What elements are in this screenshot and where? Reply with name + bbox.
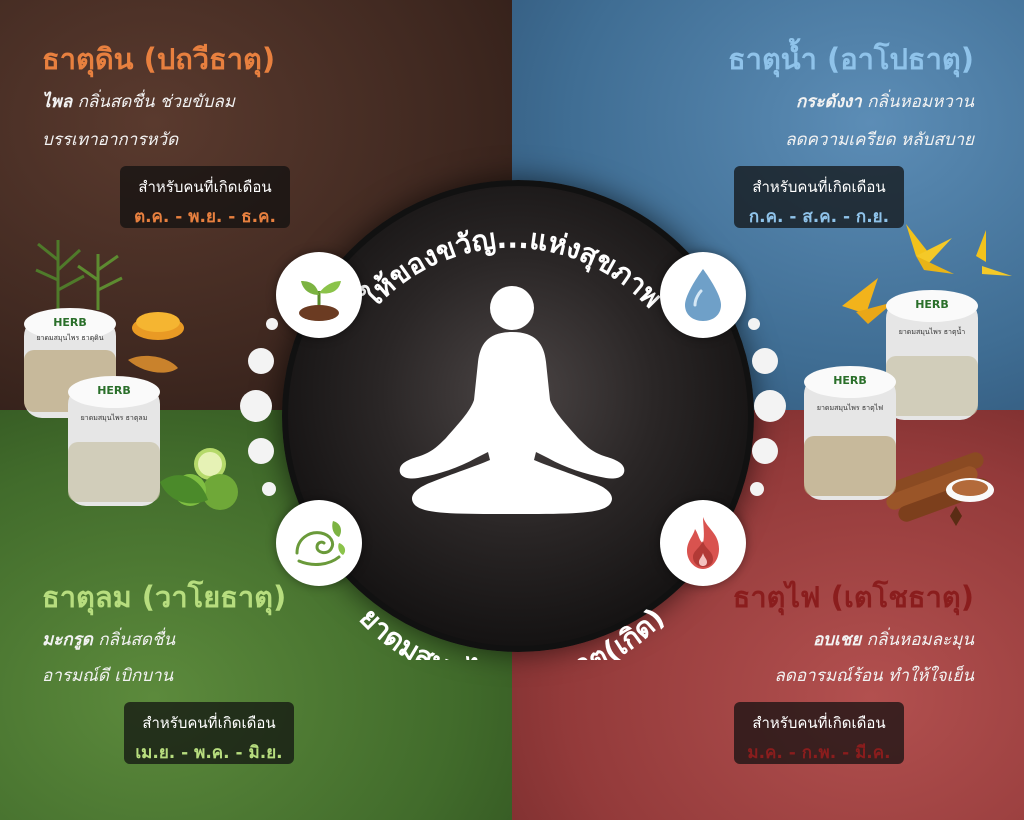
fire-month-box: สำหรับคนที่เกิดเดือน ม.ค. - ก.พ. - มี.ค. [734,702,904,764]
wind-box-label: สำหรับคนที่เกิดเดือน [142,714,276,732]
bottom-arc-text: ยาดมสมุนไพรตามธาตุ(เกิด) [353,601,671,660]
dot [262,482,276,496]
water-months: ก.ค. - ส.ค. - ก.ย. [748,207,890,227]
water-description-line2: ลดความเครียด หลับสบาย [785,130,974,150]
center-arc-texts: ให้ของขวัญ...แห่งสุขภาพ ยาดมสมุนไพรตามธา… [353,222,671,660]
fire-title: ธาตุไฟ (เตโชธาตุ) [732,580,974,614]
fire-description-line1: อบเชย กลิ่นหอมละมุน [813,626,974,653]
dot [754,390,786,422]
wind-icon-circle [276,500,362,586]
fire-jar-brand: HERB [833,374,867,387]
earth-jar-label: ยาดมสมุนไพร ธาตุดิน [36,333,103,342]
earth-box-label: สำหรับคนที่เกิดเดือน [138,178,272,196]
meditation-figure-icon [399,286,625,514]
water-jar-label: ยาดมสมุนไพร ธาตุน้ำ [899,325,966,336]
fire-jar-label: ยาดมสมุนไพร ธาตุไฟ [817,403,883,412]
earth-month-box: สำหรับคนที่เกิดเดือน ต.ค. - พ.ย. - ธ.ค. [120,166,290,228]
wind-swirl-icon [295,521,346,566]
water-description-line1: กระดังงา กลิ่นหอมหวาน [796,88,974,115]
fire-herb: อบเชย [812,630,862,650]
fire-product-illustration: HERB ยาดมสมุนไพร ธาตุไฟ [804,366,994,526]
dot [750,482,764,496]
wind-herb: มะกรูด [42,630,93,650]
top-arc-text: ให้ของขวัญ...แห่งสุขภาพ [355,222,669,315]
earth-jar-brand: HERB [53,316,87,329]
earth-icon-circle [276,252,362,338]
wind-description-line2: อารมณ์ดี เบิกบาน [42,666,174,686]
water-box-label: สำหรับคนที่เกิดเดือน [752,178,886,196]
water-drop-icon [685,269,721,321]
water-title: ธาตุน้ำ (อาโปธาตุ) [727,42,974,76]
dot [752,438,778,464]
water-line1-rest: กลิ่นหอมหวาน [861,92,974,112]
water-icon-circle [660,252,746,338]
fire-line1-rest: กลิ่นหอมละมุน [861,630,974,650]
sprout-icon [299,281,341,321]
fire-box-label: สำหรับคนที่เกิดเดือน [752,714,886,732]
earth-months: ต.ค. - พ.ย. - ธ.ค. [134,207,276,227]
wind-line1-rest: กลิ่นสดชื่น [92,630,176,650]
earth-description-line2: บรรเทาอาการหวัด [42,130,179,150]
wind-description-line1: มะกรูด กลิ่นสดชื่น [42,626,175,653]
fire-description-line2: ลดอารมณ์ร้อน ทำให้ใจเย็น [774,666,974,686]
earth-title: ธาตุดิน (ปถวีธาตุ) [42,42,276,76]
water-month-box: สำหรับคนที่เกิดเดือน ก.ค. - ส.ค. - ก.ย. [734,166,904,228]
flame-icon [687,517,719,569]
water-product-illustration: HERB ยาดมสมุนไพร ธาตุน้ำ [842,224,1012,420]
dot [240,390,272,422]
earth-herb: ไพล [42,92,73,112]
wind-title: ธาตุลม (วาโยธาตุ) [42,580,287,614]
earth-line1-rest: กลิ่นสดชื่น ช่วยขับลม [72,92,235,112]
dot [248,348,274,374]
wind-product-illustration: HERB ยาดมสมุนไพร ธาตุลม [68,376,238,510]
earth-description-line1: ไพล กลิ่นสดชื่น ช่วยขับลม [42,88,235,115]
fire-months: ม.ค. - ก.พ. - มี.ค. [747,743,891,763]
water-jar-brand: HERB [915,298,949,311]
dot [248,438,274,464]
wind-jar-label: ยาดมสมุนไพร ธาตุลม [81,413,148,422]
wind-jar-brand: HERB [97,384,131,397]
dot [748,318,760,330]
wind-months: เม.ย. - พ.ค. - มิ.ย. [135,743,283,763]
water-herb: กระดังงา [795,92,862,112]
dot [266,318,278,330]
wind-month-box: สำหรับคนที่เกิดเดือน เม.ย. - พ.ค. - มิ.ย… [124,702,294,764]
fire-icon-circle [660,500,746,586]
dot [752,348,778,374]
